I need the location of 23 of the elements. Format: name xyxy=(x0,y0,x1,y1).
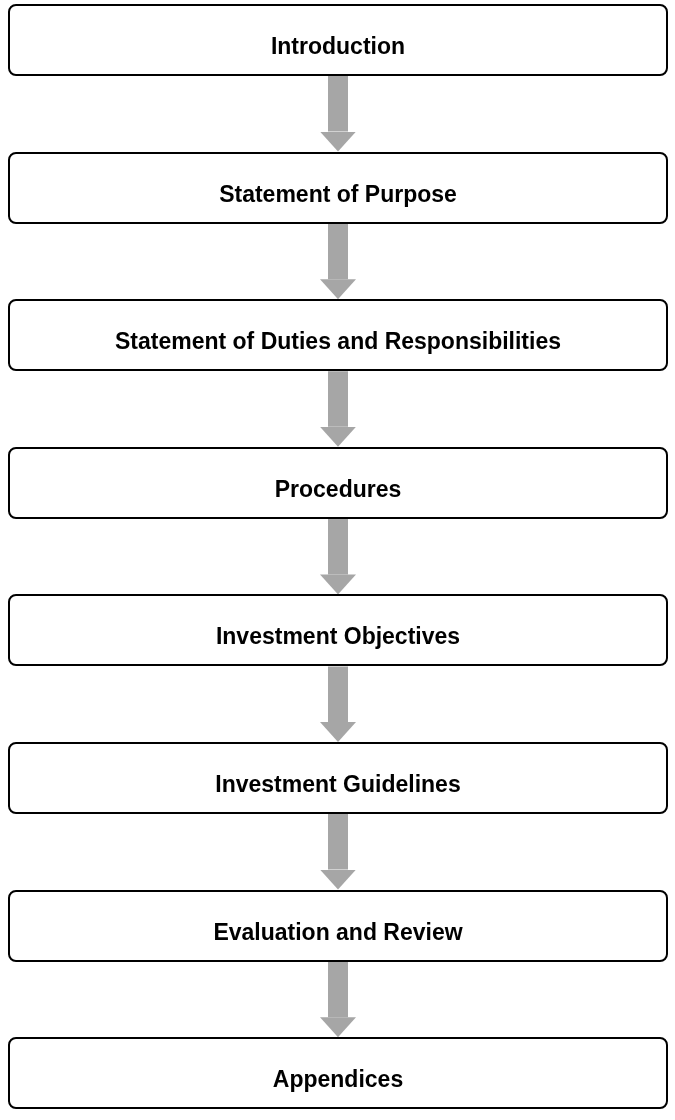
process-box xyxy=(8,1037,668,1110)
block-arrow xyxy=(320,814,356,890)
box-label: Investment Objectives xyxy=(215,622,461,651)
block-arrow xyxy=(320,371,356,447)
process-box xyxy=(8,594,668,667)
block-arrow xyxy=(320,961,356,1038)
box-label: Introduction xyxy=(270,32,406,60)
box-label: Investment Guidelines xyxy=(215,770,461,798)
process-box xyxy=(8,299,668,372)
process-box xyxy=(8,4,668,76)
box-label: Evaluation and Review xyxy=(213,917,463,946)
block-arrow xyxy=(320,666,356,742)
process-box xyxy=(8,446,668,519)
block-arrow xyxy=(320,76,356,152)
block-arrow xyxy=(320,223,356,300)
box-label: Procedures xyxy=(274,474,402,503)
process-box xyxy=(8,151,668,224)
box-label: Appendices xyxy=(272,1065,404,1094)
box-label: Statement of Duties and Responsibilities xyxy=(115,327,561,356)
process-box xyxy=(8,889,668,962)
box-label: Statement of Purpose xyxy=(219,179,457,208)
process-box xyxy=(8,742,668,814)
block-arrow xyxy=(320,518,356,595)
